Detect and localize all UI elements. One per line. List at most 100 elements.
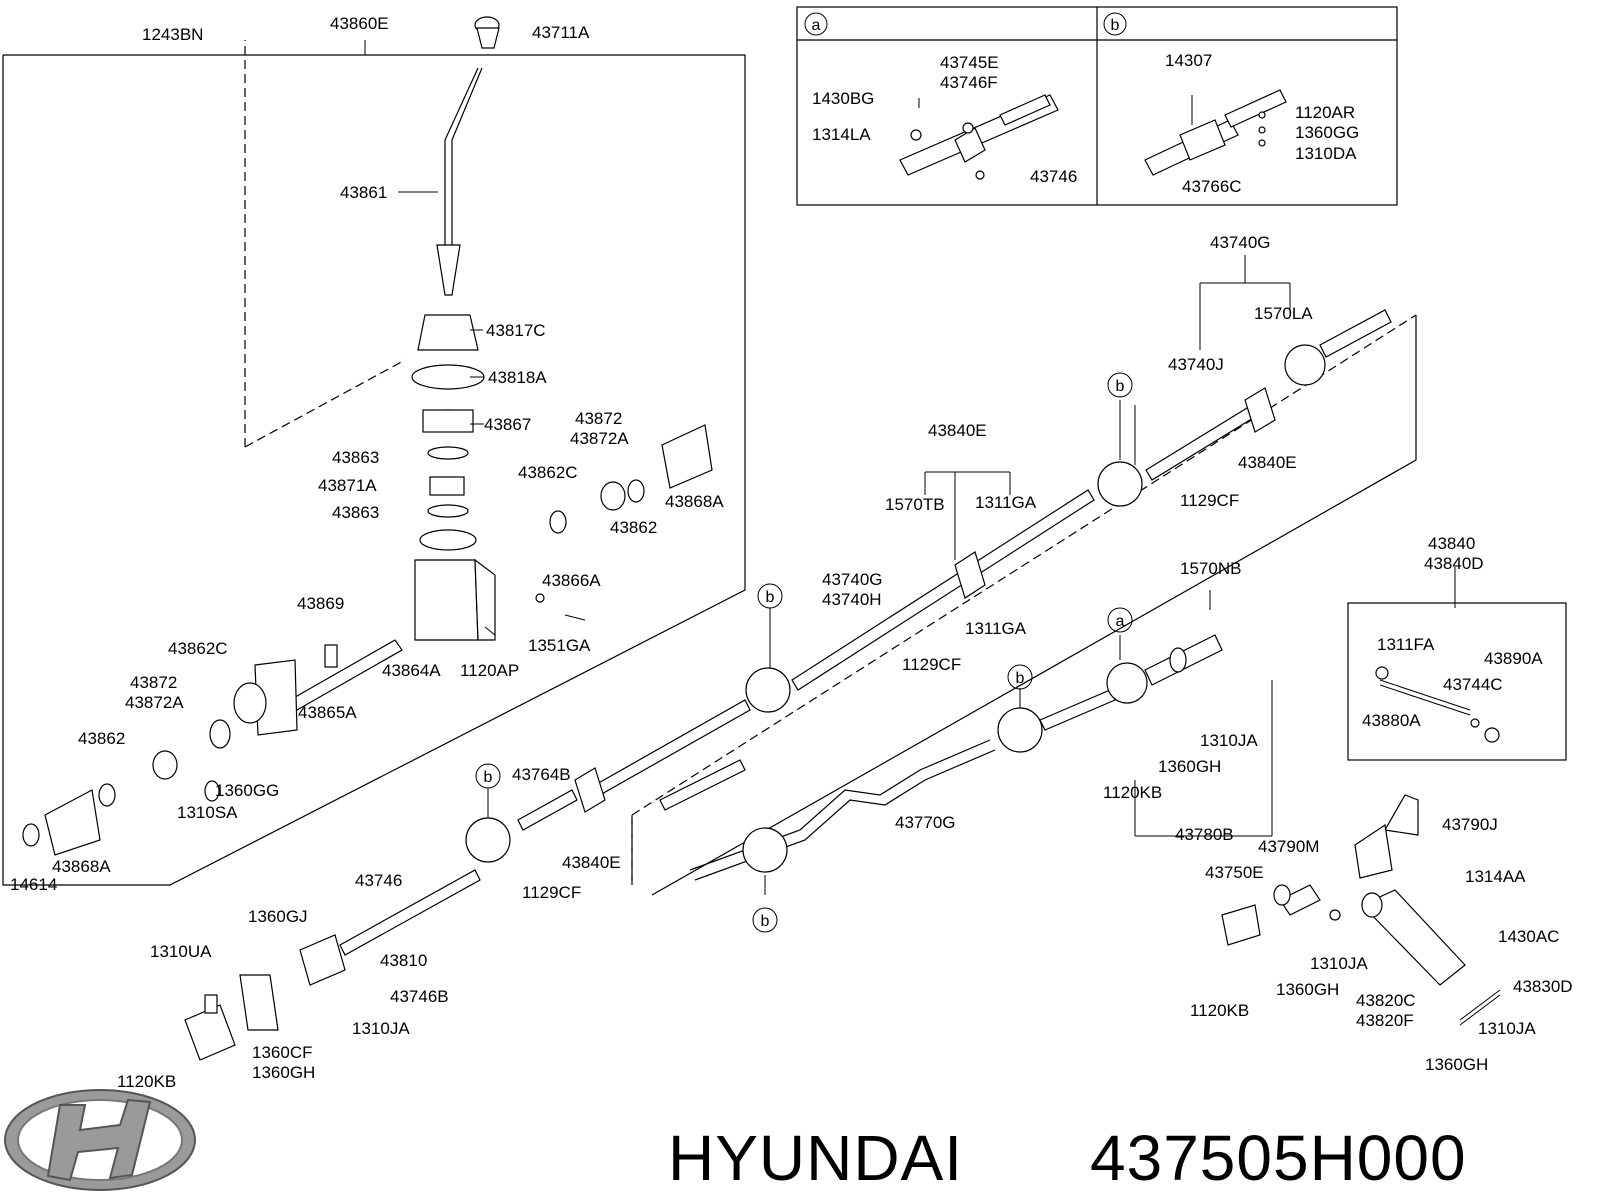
part-label: 43746B: [390, 987, 449, 1006]
shifter-assembly-outline: [2, 40, 746, 886]
brand-name: HYUNDAI: [668, 1122, 963, 1194]
part-label: 1310UA: [150, 942, 212, 961]
part-label: 1129CF: [902, 655, 961, 674]
part-label: 1430BG: [812, 89, 874, 108]
part-label: 1120KB: [1190, 1001, 1249, 1020]
part-label: 43740J: [1168, 355, 1224, 374]
hyundai-logo: [4, 1089, 196, 1191]
part-label: 43890A: [1484, 649, 1543, 668]
part-label: 1310SA: [177, 803, 238, 822]
part-label: 43740H: [822, 590, 882, 609]
part-label: 43840: [1428, 534, 1475, 553]
part-label: 43863: [332, 448, 379, 467]
part-labels: a b 43745E 43746F 1430BG 1314LA 43746 14…: [10, 14, 1573, 1091]
right-side-parts: [1221, 567, 1567, 1026]
part-label: 43868A: [665, 492, 724, 511]
part-label: 43861: [340, 183, 387, 202]
part-label: 43868A: [52, 857, 111, 876]
part-label: 43872: [575, 409, 622, 428]
part-label: 43862: [610, 518, 657, 537]
part-label: 1360GJ: [248, 907, 308, 926]
part-label: 1310JA: [1478, 1019, 1536, 1038]
part-label: 43871A: [318, 476, 377, 495]
part-label: 1243BN: [142, 25, 203, 44]
part-label: 1360GG: [1295, 123, 1359, 142]
svg-text:b: b: [761, 913, 770, 930]
part-label: 43880A: [1362, 711, 1421, 730]
part-label: 1120AP: [460, 661, 519, 680]
shift-rod-assembly: [184, 309, 1417, 1061]
part-label: 1120KB: [1103, 783, 1162, 802]
part-label: 43780B: [1175, 825, 1234, 844]
part-label: 43790M: [1258, 837, 1319, 856]
part-label: 1120KB: [117, 1072, 176, 1091]
part-label: 1360GH: [1276, 980, 1339, 999]
part-label: 1314LA: [812, 125, 871, 144]
part-label: 43820C: [1356, 991, 1416, 1010]
part-number: 437505H000: [1090, 1122, 1467, 1194]
part-label: 43766C: [1182, 177, 1242, 196]
reference-circles: [475, 372, 1133, 933]
part-label: 43840E: [928, 421, 987, 440]
part-label: 1360GG: [215, 781, 279, 800]
part-label: 43840E: [562, 853, 621, 872]
part-label: 1360GH: [1158, 757, 1221, 776]
part-label: 1311GA: [975, 493, 1037, 512]
part-label: 43818A: [488, 368, 547, 387]
part-label: 43830D: [1513, 977, 1573, 996]
part-label: 43745E: [940, 53, 999, 72]
part-label: 43863: [332, 503, 379, 522]
part-label: 43746F: [940, 73, 998, 92]
part-label: 1310JA: [1310, 954, 1368, 973]
part-label: 1360GH: [252, 1063, 315, 1082]
part-label: 43711A: [532, 23, 590, 42]
part-label: 1360GH: [1425, 1055, 1488, 1074]
part-label: 43764B: [512, 765, 571, 784]
part-label: 1311FA: [1377, 635, 1435, 654]
part-label: 43770G: [895, 813, 956, 832]
part-label: 43860E: [330, 14, 389, 33]
part-label: 1120AR: [1295, 103, 1355, 122]
part-label: 43862: [78, 729, 125, 748]
svg-text:b: b: [766, 589, 775, 606]
part-label: 1360CF: [252, 1043, 312, 1062]
part-label: 43872A: [125, 693, 184, 712]
part-label: 43840D: [1424, 554, 1484, 573]
svg-text:b: b: [1016, 670, 1025, 687]
part-label: 43817C: [486, 321, 546, 340]
part-label: 43866A: [542, 571, 601, 590]
inset-b-letter: b: [1111, 17, 1120, 34]
part-label: 43790J: [1442, 815, 1498, 834]
part-label: 43869: [297, 594, 344, 613]
svg-text:a: a: [1116, 613, 1125, 630]
part-label: 1314AA: [1465, 867, 1526, 886]
leader-lines: [398, 191, 1291, 895]
part-label: 43862C: [518, 463, 578, 482]
part-label: 1570LA: [1254, 304, 1313, 323]
inset-a-letter: a: [812, 17, 821, 34]
part-label: 43820F: [1356, 1011, 1414, 1030]
part-label: 43865A: [298, 703, 357, 722]
part-label: 43750E: [1205, 863, 1264, 882]
part-label: 1351GA: [528, 636, 591, 655]
part-label: 43840E: [1238, 453, 1297, 472]
part-label: 1311GA: [965, 619, 1027, 638]
part-label: 1129CF: [1180, 491, 1239, 510]
inset-boxes: [796, 6, 1398, 206]
part-label: 1430AC: [1498, 927, 1559, 946]
part-label: 43862C: [168, 639, 228, 658]
part-label: 43864A: [382, 661, 441, 680]
part-label: 43810: [380, 951, 427, 970]
part-label: 1129CF: [522, 883, 581, 902]
part-label: 43872A: [570, 429, 629, 448]
part-label: 43744C: [1443, 675, 1503, 694]
shift-lever-parts: [22, 16, 713, 856]
brand-caption: HYUNDAI 437505H000: [668, 1122, 1467, 1194]
part-label: 43740G: [822, 570, 883, 589]
part-label: 43746: [1030, 167, 1077, 186]
part-label: 43746: [355, 871, 402, 890]
svg-text:b: b: [1116, 378, 1125, 395]
part-label: 43740G: [1210, 233, 1271, 252]
